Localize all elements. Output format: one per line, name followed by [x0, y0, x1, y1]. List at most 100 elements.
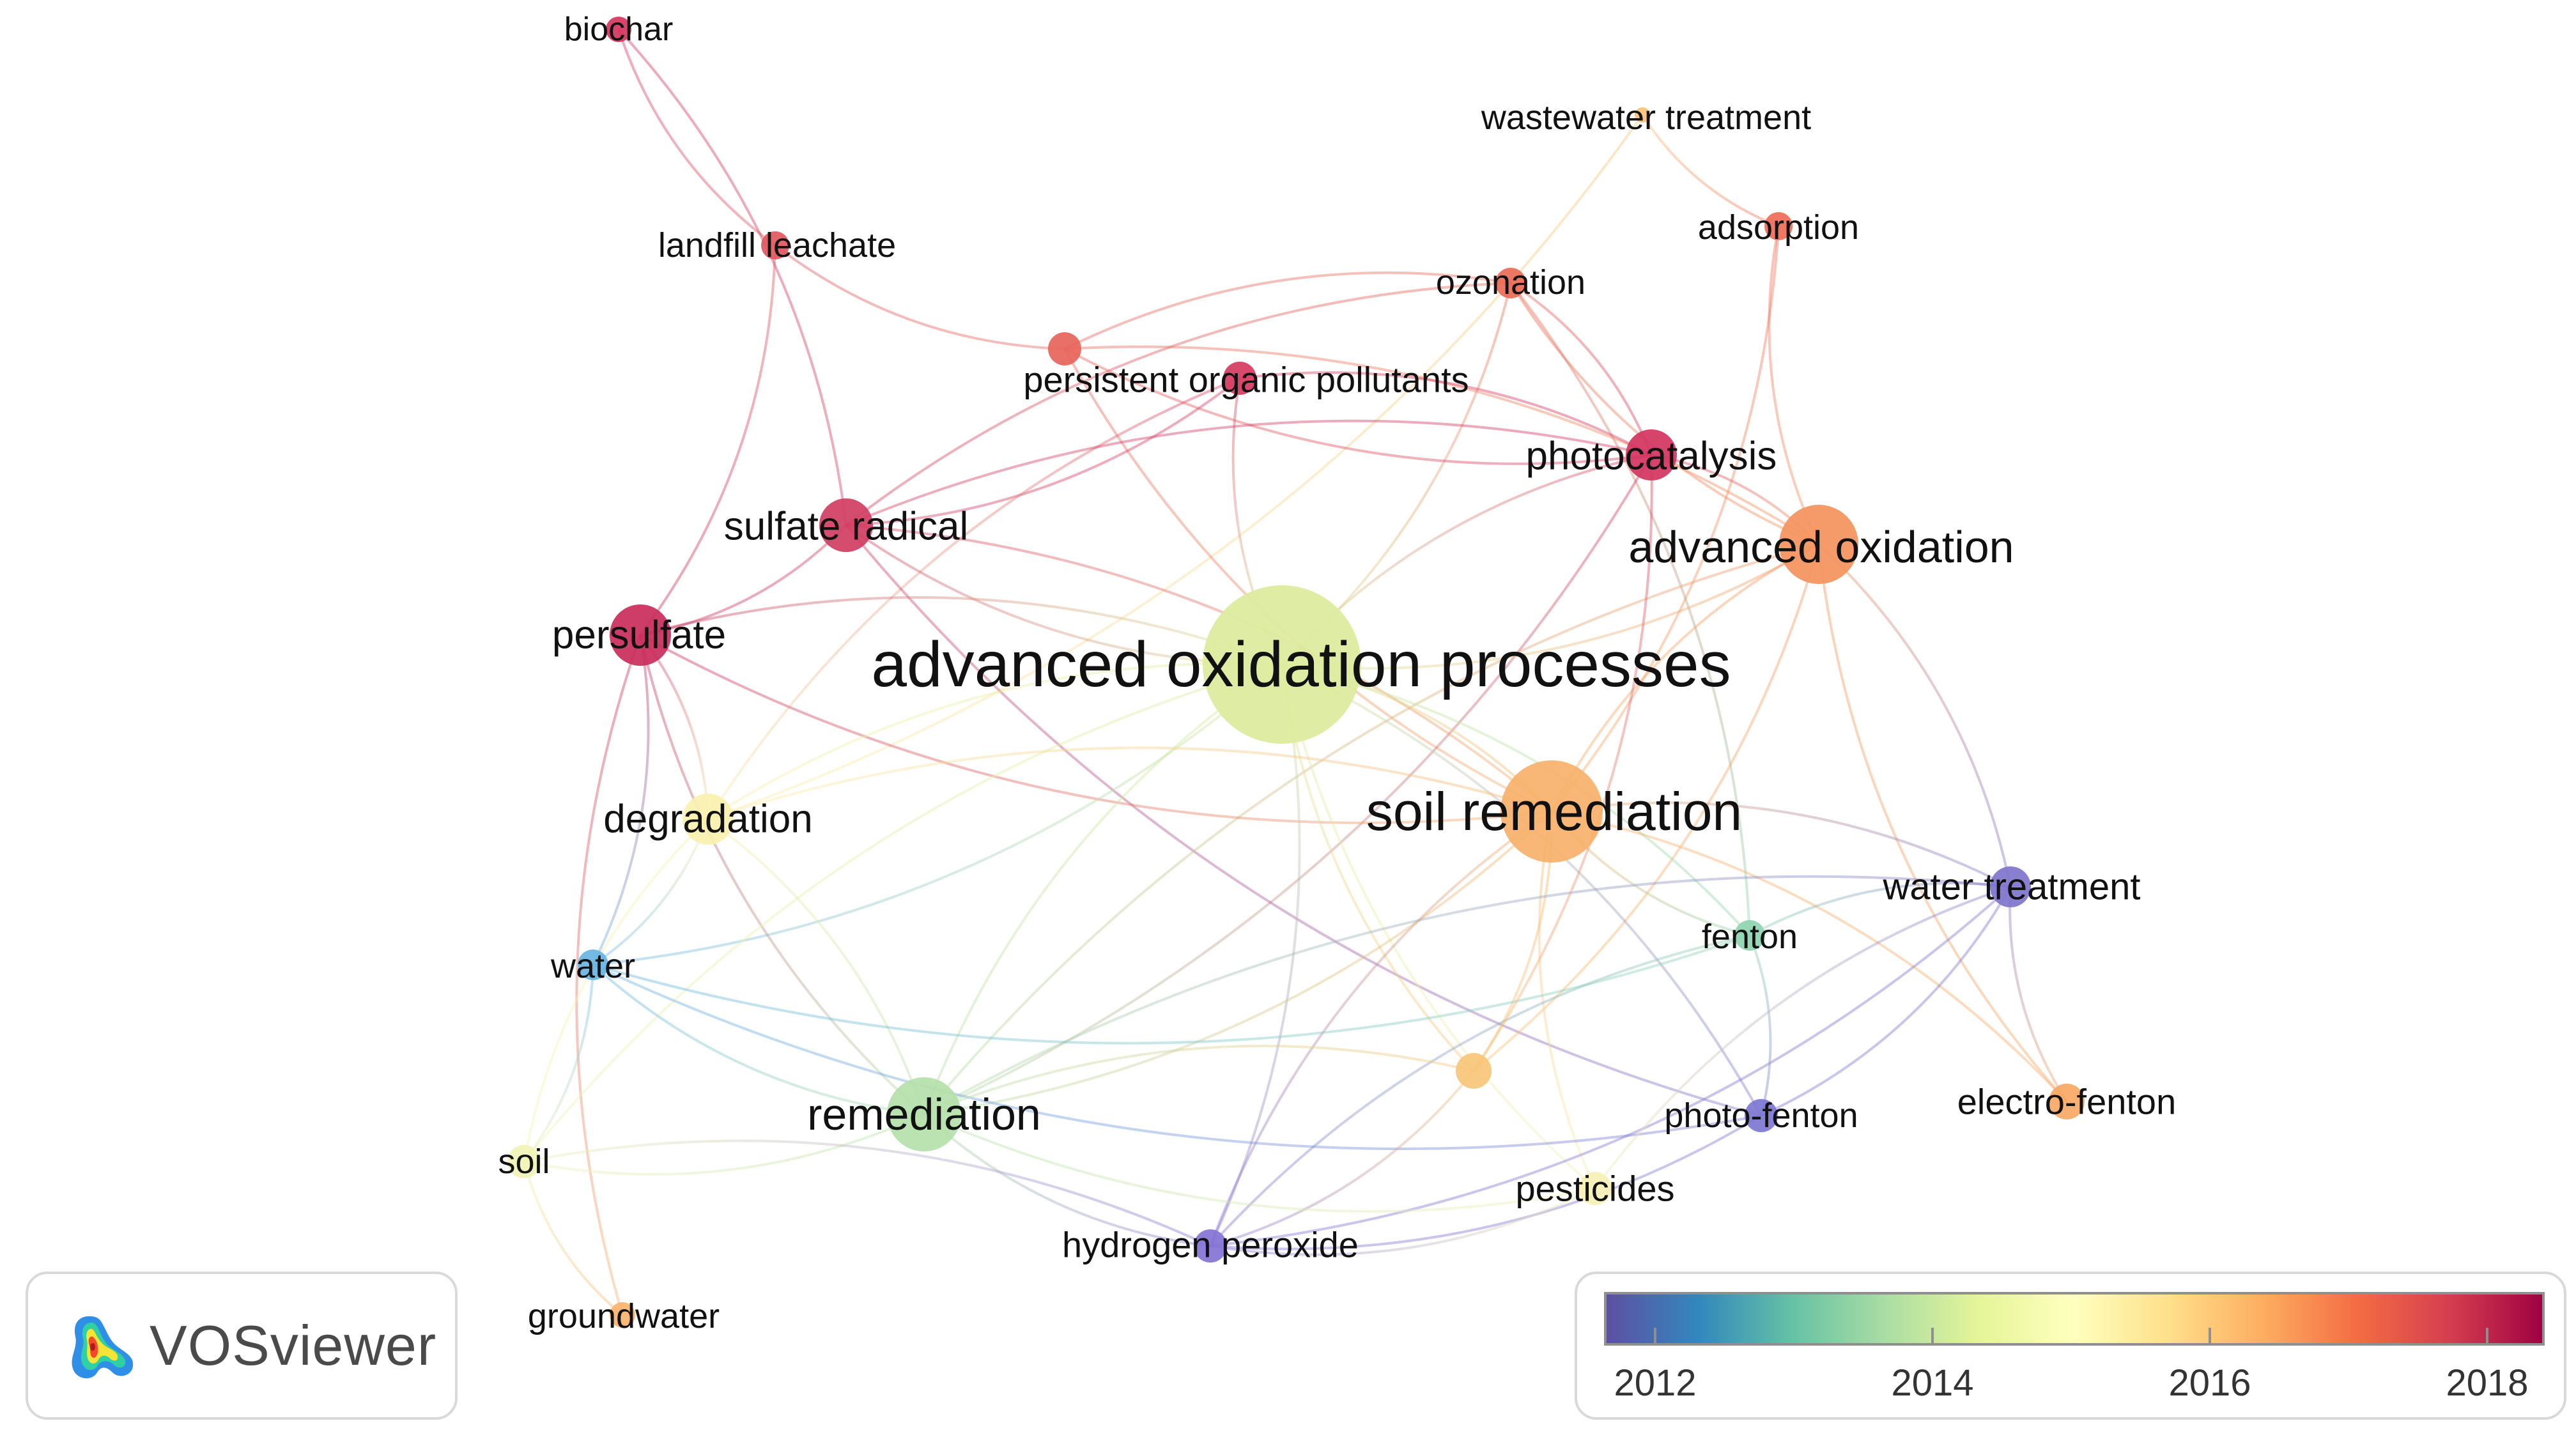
node-hydrogen-peroxide[interactable]: [1194, 1229, 1227, 1263]
edge-ozonation-sulfate-radical: [845, 282, 1511, 526]
node-label-persulfate: persulfate: [552, 613, 726, 657]
edge-water-treatment-photo-fenton: [1761, 886, 2012, 1117]
node-soil-remediation[interactable]: [1500, 760, 1603, 863]
node-ozonation[interactable]: [1495, 268, 1526, 298]
vosviewer-logo-icon: [72, 1316, 134, 1379]
node-water[interactable]: [578, 949, 608, 980]
edge-persistent-organic-pollutants-a-advanced-oxidation: [1064, 345, 1820, 546]
edge-degradation-remediation: [707, 818, 925, 1115]
edge-wastewater-treatment-adsorption: [1641, 114, 1779, 227]
node-label-fenton: fenton: [1702, 918, 1798, 956]
edge-unlabeled-hydrogen-peroxide: [1210, 1070, 1475, 1247]
edge-photocatalysis-sulfate-radical: [845, 419, 1652, 526]
edge-water-treatment-electro-fenton: [2009, 886, 2068, 1103]
node-fenton[interactable]: [1734, 920, 1765, 951]
edge-persulfate-remediation: [639, 634, 925, 1116]
node-pesticides[interactable]: [1578, 1172, 1612, 1205]
edge-fenton-hydrogen-peroxide: [1209, 934, 1750, 1247]
edge-soil-groundwater: [523, 1161, 624, 1316]
node-degradation[interactable]: [683, 794, 734, 845]
edge-persistent-organic-pollutants-sulfate-radical: [845, 377, 1241, 526]
edge-persistent-organic-pollutants-photocatalysis: [1239, 371, 1652, 456]
color-scale-tick-label: 2012: [1614, 1362, 1696, 1404]
node-advanced-oxidation-processes[interactable]: [1203, 585, 1361, 744]
edge-persulfate-soil-remediation: [640, 634, 1552, 824]
color-scale-tick-label: 2018: [2446, 1362, 2528, 1404]
edge-soil-remediation-remediation: [923, 810, 1553, 1116]
edge-photo-fenton-hydrogen-peroxide: [1210, 1114, 1762, 1250]
edge-biochar-sulfate-radical: [617, 28, 847, 526]
node-label-ozonation: ozonation: [1436, 263, 1585, 302]
node-persulfate[interactable]: [610, 604, 671, 666]
node-label-wastewater-treatment: wastewater treatment: [1481, 98, 1811, 137]
node-adsorption[interactable]: [1764, 212, 1793, 240]
edge-ozonation-persistent-organic-pollutants-a: [1064, 271, 1511, 350]
node-label-hydrogen-peroxide: hydrogen peroxide: [1062, 1225, 1359, 1265]
color-scale-tick-label: 2014: [1891, 1362, 1973, 1404]
node-label-biochar: biochar: [564, 11, 674, 48]
node-label-advanced-oxidation: advanced oxidation: [1628, 522, 2014, 572]
edge-remediation-soil: [523, 1113, 925, 1176]
node-label-advanced-oxidation-processes: advanced oxidation processes: [871, 629, 1731, 700]
edge-water-soil: [523, 964, 594, 1163]
edge-sulfate-radical-soil-remediation: [845, 524, 1553, 813]
edge-wastewater-treatment-degradation: [707, 114, 1644, 820]
edge-fenton-photo-fenton: [1748, 935, 1772, 1116]
edge-persulfate-water: [592, 634, 650, 965]
edge-soil-remediation-water-treatment: [1551, 801, 2011, 888]
edge-water-treatment-remediation: [923, 875, 2011, 1116]
node-persistent-organic-pollutants-a[interactable]: [1048, 332, 1081, 365]
node-label-photocatalysis: photocatalysis: [1526, 434, 1777, 479]
edge-adsorption-advanced-oxidation: [1768, 226, 1820, 545]
node-groundwater[interactable]: [610, 1302, 635, 1328]
vosviewer-logo: VOSviewer: [26, 1272, 458, 1420]
node-advanced-oxidation[interactable]: [1779, 505, 1858, 584]
vosviewer-logo-text: VOSviewer: [150, 1314, 437, 1377]
edge-pesticides-water-treatment: [1594, 886, 2011, 1190]
edge-sulfate-radical-photo-fenton: [845, 524, 1762, 1117]
edge-hydrogen-peroxide-pesticides: [1210, 1187, 1596, 1256]
node-label-soil: soil: [498, 1142, 550, 1181]
node-biochar[interactable]: [606, 17, 631, 42]
node-label-persistent-organic-pollutants: persistent organic pollutants: [1023, 360, 1469, 400]
node-unlabeled[interactable]: [1456, 1053, 1492, 1089]
edge-advanced-oxidation-advanced-oxidation-processes: [1281, 543, 1820, 670]
edge-advanced-oxidation-processes-degradation: [707, 662, 1283, 820]
edge-ozonation-fenton: [1509, 282, 1751, 936]
node-wastewater-treatment[interactable]: [1635, 107, 1650, 123]
edge-persistent-organic-pollutants-degradation: [707, 377, 1240, 820]
node-landfill-leachate[interactable]: [761, 231, 789, 259]
node-photo-fenton[interactable]: [1745, 1099, 1778, 1132]
node-label-water: water: [550, 947, 635, 985]
edge-advanced-oxidation-soil-remediation: [1550, 543, 1819, 812]
node-label-photo-fenton: photo-fenton: [1664, 1096, 1858, 1135]
nodes-layer: [507, 17, 2085, 1328]
edge-advanced-oxidation-processes-soil: [523, 663, 1283, 1163]
edge-advanced-oxidation-processes-photo-fenton: [1281, 663, 1762, 1116]
edge-degradation-soil: [523, 818, 709, 1162]
node-label-landfill-leachate: landfill leachate: [658, 226, 896, 265]
node-electro-fenton[interactable]: [2049, 1084, 2085, 1119]
node-water-treatment[interactable]: [1990, 866, 2031, 907]
edge-advanced-oxidation-water-treatment: [1817, 543, 2012, 888]
edge-persistent-organic-pollutants-a-photocatalysis: [1064, 348, 1652, 465]
edge-soil-remediation-degradation: [707, 746, 1552, 820]
node-label-soil-remediation: soil remediation: [1366, 781, 1742, 841]
node-label-water-treatment: water treatment: [1883, 866, 2141, 908]
edge-adsorption-soil-remediation: [1550, 226, 1780, 813]
labels-layer: biochar landfill leachate wastewater treat…: [498, 11, 2176, 1335]
edge-ozonation-photocatalysis: [1509, 282, 1653, 456]
node-soil[interactable]: [507, 1145, 541, 1178]
edge-landfill-leachate-persulfate: [639, 245, 776, 636]
edge-soil-remediation-hydrogen-peroxide: [1209, 810, 1553, 1247]
edge-remediation-unlabeled: [923, 1045, 1474, 1116]
node-sulfate-radical[interactable]: [819, 498, 873, 552]
node-photocatalysis[interactable]: [1626, 429, 1677, 480]
node-label-degradation: degradation: [603, 797, 813, 841]
color-scale-gradient: [1604, 1292, 2545, 1346]
node-remediation[interactable]: [887, 1077, 961, 1151]
node-label-adsorption: adsorption: [1698, 208, 1859, 247]
node-persistent-organic-pollutants[interactable]: [1223, 362, 1256, 395]
